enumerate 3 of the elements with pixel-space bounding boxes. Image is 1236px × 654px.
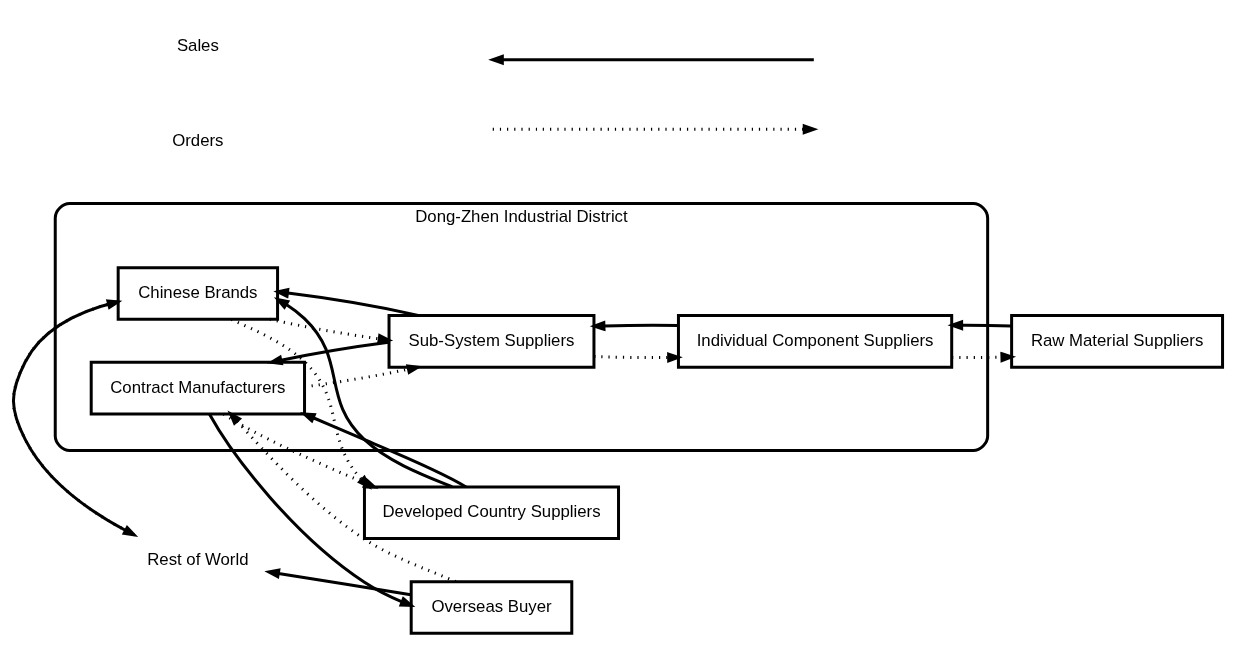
node-text: Rest of World bbox=[147, 550, 249, 570]
legend-label: Orders bbox=[172, 130, 224, 150]
legend-label: Sales bbox=[176, 36, 219, 55]
